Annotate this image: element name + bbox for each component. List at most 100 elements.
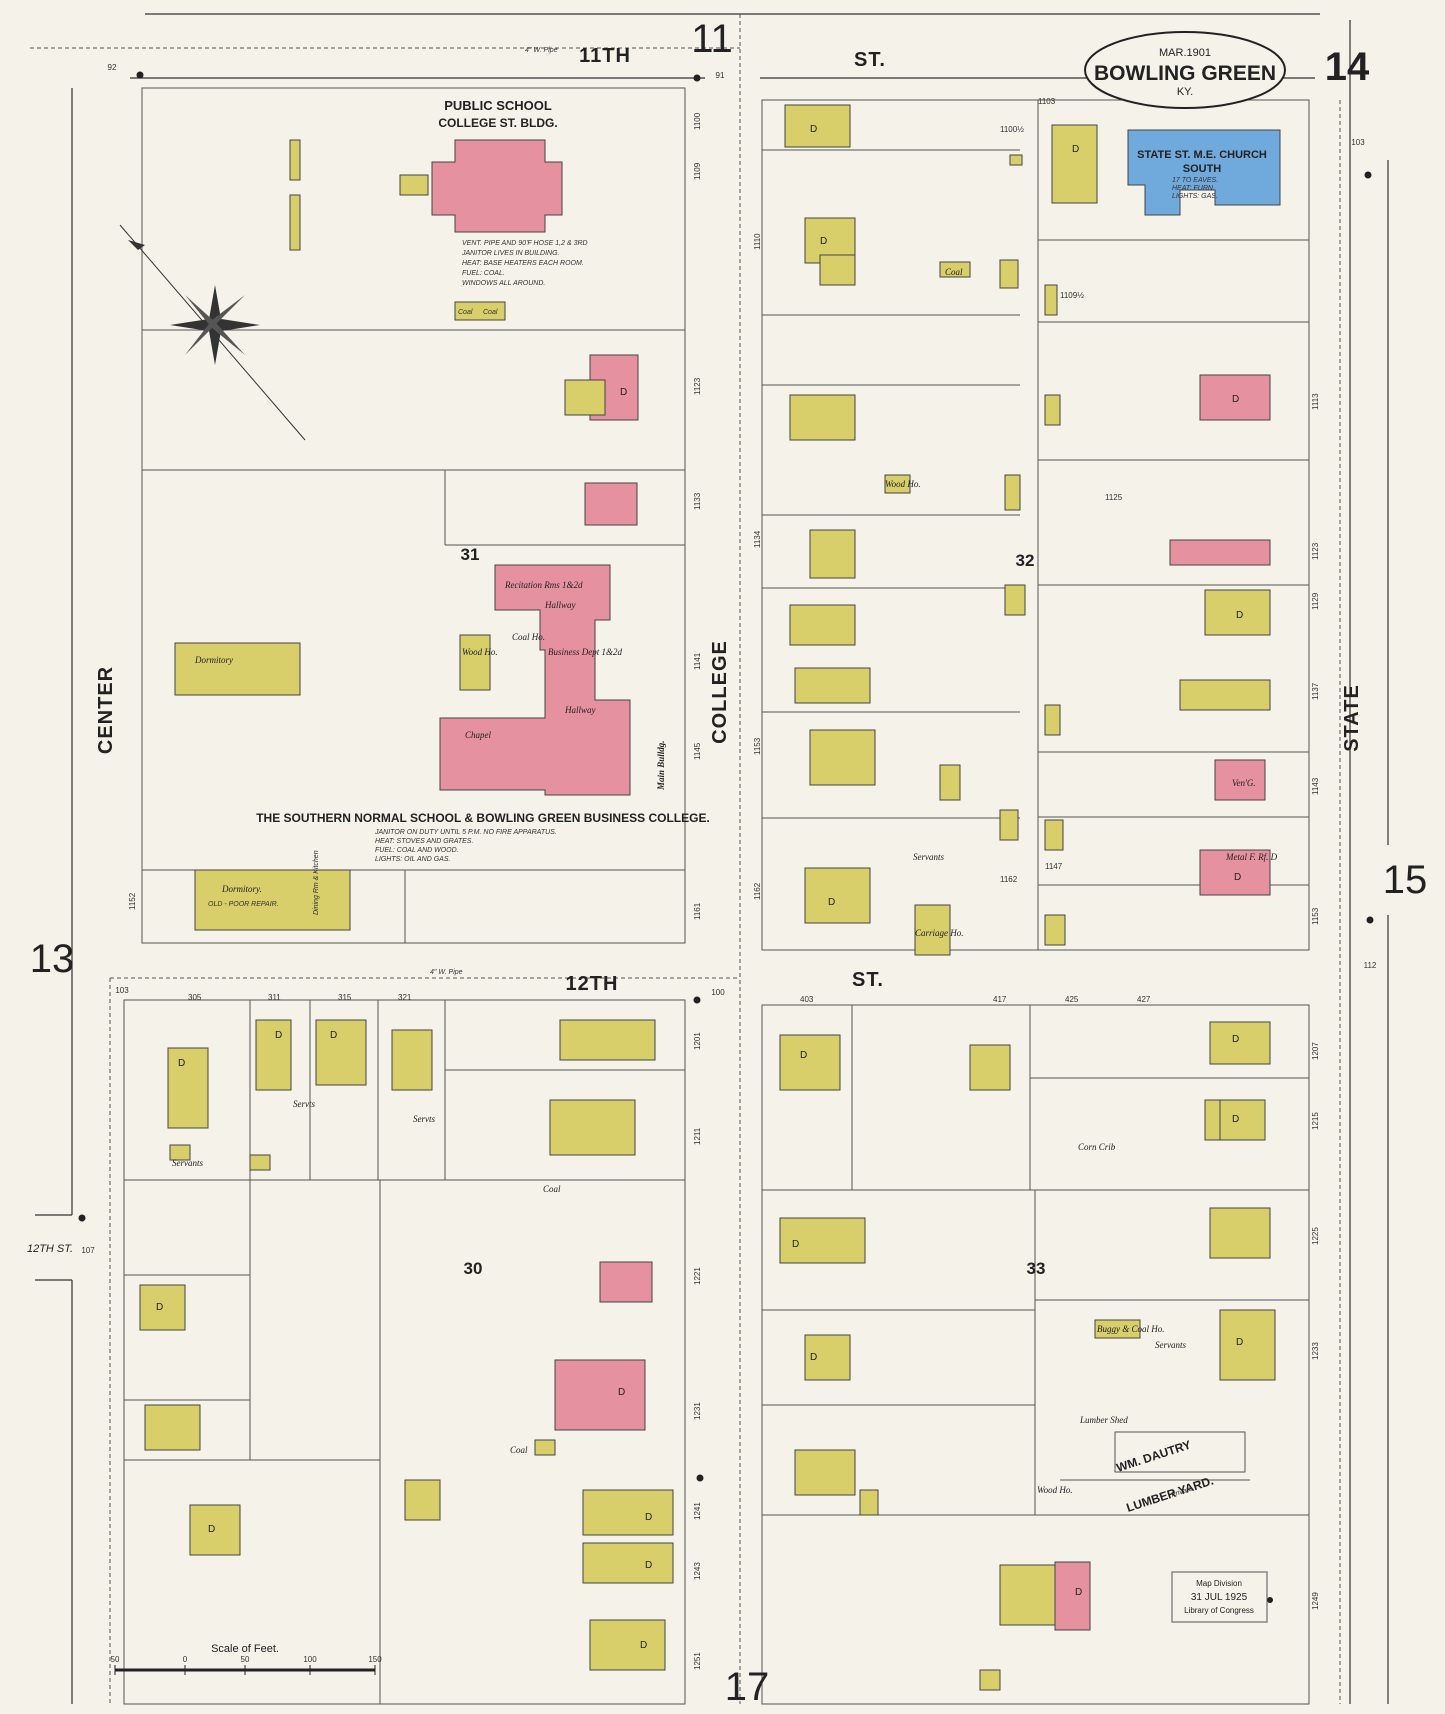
addresses-block32: 1103 1100½ 1109½ 1113 1123 1125 1129 113… bbox=[1000, 97, 1320, 925]
address: 1109 bbox=[693, 162, 702, 180]
coal-label-1: Coal bbox=[945, 267, 963, 277]
street-center: CENTER bbox=[95, 666, 117, 754]
address: 1153 bbox=[1311, 907, 1320, 925]
address: 1123 bbox=[693, 377, 702, 395]
address: 427 bbox=[1137, 995, 1151, 1004]
address: 417 bbox=[993, 995, 1007, 1004]
church-note-1: 17 TO EAVES. bbox=[1172, 177, 1218, 184]
main-building-label: Main Bulldg. bbox=[656, 740, 666, 791]
lumber-yard-outline bbox=[1060, 1431, 1250, 1481]
public-school-note-5: WINDOWS ALL AROUND. bbox=[462, 280, 545, 287]
address: 1143 bbox=[1311, 777, 1320, 795]
water-pipe-label-mid: 4" W. Pipe bbox=[430, 969, 463, 976]
dwelling-marker: D bbox=[1075, 1587, 1082, 1598]
scale-bar bbox=[114, 1665, 376, 1675]
adjoining-sheet-right: 15 bbox=[1383, 858, 1428, 902]
address: 1123 bbox=[1311, 542, 1320, 560]
dwelling-marker: D bbox=[810, 124, 817, 135]
hydrant-91: 91 bbox=[716, 71, 725, 80]
scale-tick: 50 bbox=[111, 1655, 120, 1664]
carriage-house-label: Carriage Ho. bbox=[915, 928, 964, 938]
dwelling-marker: D bbox=[820, 236, 827, 247]
coal-label-3: Coal bbox=[510, 1445, 528, 1455]
address: 315 bbox=[338, 993, 352, 1002]
coal-house-label: Coal Ho. bbox=[512, 632, 545, 642]
scale-tick: 50 bbox=[241, 1655, 250, 1664]
southern-normal-main-building bbox=[174, 564, 631, 931]
address: 1231 bbox=[693, 1402, 702, 1420]
room-chapel: Chapel bbox=[465, 730, 491, 740]
map-date: MAR.1901 bbox=[1159, 47, 1211, 59]
adjoining-sheet-top: 11 bbox=[691, 17, 733, 61]
public-school-title: PUBLIC SCHOOL bbox=[444, 98, 552, 113]
public-school-building bbox=[289, 139, 563, 321]
library-stamp bbox=[1171, 1571, 1268, 1623]
address: 1241 bbox=[693, 1502, 702, 1520]
address: 1109½ bbox=[1060, 291, 1084, 300]
scale-tick: 0 bbox=[183, 1655, 188, 1664]
address: 1251 bbox=[693, 1652, 702, 1670]
room-business-dept: Business Dept 1&2d bbox=[548, 647, 622, 657]
address: 1152 bbox=[128, 892, 137, 910]
buggy-coal-label: Buggy & Coal Ho. bbox=[1097, 1324, 1165, 1334]
address: 305 bbox=[188, 993, 202, 1002]
servants-lumber-label: Servants bbox=[1155, 1340, 1186, 1350]
block-31 bbox=[141, 87, 686, 944]
address: 1125 bbox=[1105, 493, 1123, 502]
address: 1233 bbox=[1311, 1342, 1320, 1360]
public-school-subtitle: COLLEGE ST. BLDG. bbox=[438, 116, 557, 130]
southern-normal-note-2: HEAT: STOVES AND GRATES. bbox=[375, 838, 473, 845]
hydrant-103a: 103 bbox=[1351, 138, 1365, 147]
address: 321 bbox=[398, 993, 412, 1002]
room-hallway-1: Hallway bbox=[544, 600, 576, 610]
dwelling-marker: D bbox=[640, 1640, 647, 1651]
block-number-31: 31 bbox=[461, 545, 480, 564]
southern-normal-note-1: JANITOR ON DUTY UNTIL 5 P.M. NO FIRE APP… bbox=[374, 829, 557, 836]
dwelling-marker: D bbox=[645, 1560, 652, 1571]
block-32 bbox=[761, 99, 1310, 951]
block-30 bbox=[123, 999, 686, 1705]
church-sub: SOUTH bbox=[1183, 163, 1222, 175]
hydrant-markers bbox=[78, 71, 1374, 1603]
church-note-3: LIGHTS: GAS. bbox=[1172, 193, 1218, 200]
state-st-me-church-building bbox=[1127, 129, 1281, 216]
street-12th: 12TH bbox=[566, 973, 619, 995]
metal-roof-label: Metal F. Rf. D bbox=[1225, 852, 1278, 862]
stamp-line-2: 31 JUL 1925 bbox=[1191, 1592, 1248, 1603]
block-33 bbox=[761, 1004, 1310, 1705]
servants-label-2: Servants bbox=[172, 1158, 203, 1168]
dwelling-marker: D bbox=[1232, 1114, 1239, 1125]
title-cartouche bbox=[1084, 31, 1286, 109]
block-number-30: 30 bbox=[464, 1259, 483, 1278]
room-hallway-2: Hallway bbox=[564, 705, 596, 715]
dwelling-marker: D bbox=[800, 1050, 807, 1061]
street-12th-short: 12TH ST. bbox=[27, 1243, 73, 1255]
scale-tick: 100 bbox=[303, 1655, 317, 1664]
address: 1137 bbox=[1311, 682, 1320, 700]
dormitory-2-label: Dormitory. bbox=[221, 884, 262, 894]
hydrant-112: 112 bbox=[1364, 961, 1377, 970]
address: 311 bbox=[268, 993, 281, 1002]
dwelling-marker: D bbox=[620, 387, 627, 398]
stamp-line-1: Map Division bbox=[1196, 1579, 1242, 1588]
servts-label-2: Servts bbox=[413, 1114, 435, 1124]
address: 1215 bbox=[1311, 1112, 1320, 1130]
hydrant-107: 107 bbox=[81, 1246, 95, 1255]
map-city: BOWLING GREEN bbox=[1094, 62, 1276, 85]
public-school-note-3: HEAT: BASE HEATERS EACH ROOM. bbox=[462, 260, 584, 267]
address: 1113 bbox=[1311, 393, 1320, 410]
public-school-note-2: JANITOR LIVES IN BUILDING. bbox=[461, 250, 560, 257]
public-school-note-1: VENT. PIPE AND 90'F HOSE 1,2 & 3RD bbox=[462, 240, 588, 247]
address: 1162 bbox=[1000, 875, 1018, 884]
dwelling-marker: D bbox=[1072, 144, 1079, 155]
room-recitation: Recitation Rms 1&2d bbox=[504, 580, 583, 590]
scale-label: Scale of Feet. bbox=[211, 1643, 279, 1655]
compass-rose-icon bbox=[119, 224, 306, 441]
dwelling-marker: D bbox=[1232, 394, 1239, 405]
street-11th-st: ST. bbox=[854, 49, 886, 71]
street-curbs bbox=[30, 13, 1389, 1704]
dwelling-marker: D bbox=[810, 1352, 817, 1363]
address: 1207 bbox=[1311, 1042, 1320, 1060]
address: 1134 bbox=[753, 530, 762, 548]
brick-dwellings bbox=[554, 354, 1271, 1631]
